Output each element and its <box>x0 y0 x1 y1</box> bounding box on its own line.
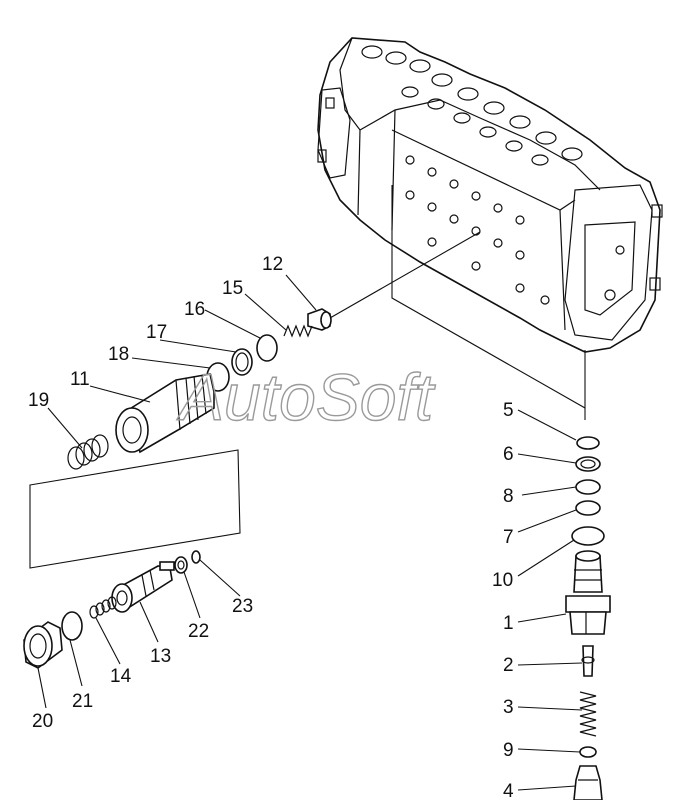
part-6-backup-ring <box>575 456 601 472</box>
callout-2: 2 <box>503 655 514 676</box>
part-5-o-ring <box>576 436 600 450</box>
part-23-o-ring <box>191 550 201 564</box>
part-17-backup-ring <box>231 348 253 376</box>
callout-12: 12 <box>262 254 283 275</box>
part-12-poppet <box>307 308 332 331</box>
callout-23: 23 <box>232 596 253 617</box>
part-4-plug <box>573 765 603 800</box>
callout-20: 20 <box>32 711 53 732</box>
part-13-piston <box>111 561 175 613</box>
callout-8: 8 <box>503 486 514 507</box>
part-9-o-ring <box>579 746 597 758</box>
callout-22: 22 <box>188 621 209 642</box>
callout-4: 4 <box>503 781 514 800</box>
watermark-text: AutoSoft <box>176 360 436 434</box>
callout-10: 10 <box>492 570 513 591</box>
part-16-o-ring <box>256 334 278 362</box>
callout-3: 3 <box>503 697 514 718</box>
callout-19: 19 <box>28 390 49 411</box>
part-15-spring <box>283 324 313 338</box>
control-valve-body <box>317 37 663 353</box>
callout-16: 16 <box>184 299 205 320</box>
callout-6: 6 <box>503 444 514 465</box>
part-20-plug <box>23 621 63 669</box>
callout-15: 15 <box>222 278 243 299</box>
part-11-valve-sleeve <box>115 373 215 454</box>
relief-valve-assembly <box>67 308 332 470</box>
part-1-valve <box>565 550 611 635</box>
part-2-pin <box>581 645 595 677</box>
lower-left-assembly <box>23 550 201 669</box>
part-22-ring <box>174 556 188 574</box>
right-stack-assembly <box>565 436 611 800</box>
leader-lines <box>37 274 583 791</box>
callout-14: 14 <box>110 666 132 687</box>
part-10-o-ring <box>571 526 605 546</box>
callout-labels: 12 15 16 17 18 11 19 5 6 8 7 10 1 2 3 9 … <box>28 254 514 800</box>
part-8-o-ring <box>575 479 601 495</box>
callout-18: 18 <box>108 344 129 365</box>
callout-21: 21 <box>72 691 93 712</box>
part-14-spring <box>89 596 117 619</box>
part-19-spring <box>67 434 109 470</box>
callout-7: 7 <box>503 527 514 548</box>
callout-17: 17 <box>146 322 167 343</box>
assembly-guide-lines <box>29 185 586 569</box>
callout-5: 5 <box>503 400 514 421</box>
callout-11: 11 <box>70 369 90 390</box>
callout-9: 9 <box>503 740 514 761</box>
part-7-o-ring <box>575 500 601 516</box>
part-21-o-ring <box>61 611 83 641</box>
part-3-spring <box>579 691 597 737</box>
callout-13: 13 <box>150 646 171 667</box>
callout-1: 1 <box>503 613 514 634</box>
